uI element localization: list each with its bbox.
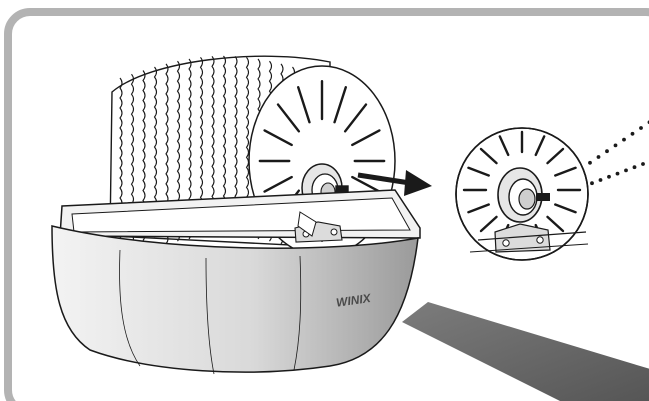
callout-dot bbox=[639, 126, 643, 130]
callout-dot bbox=[598, 178, 603, 182]
callout-dot bbox=[641, 162, 645, 166]
projection-beam bbox=[402, 302, 649, 401]
disc-spoke bbox=[343, 103, 368, 133]
disc-spoke bbox=[263, 175, 293, 193]
zoom-spoke bbox=[554, 166, 577, 177]
tray-base: WINIX bbox=[51, 189, 421, 375]
callout-dot bbox=[605, 149, 609, 154]
callout-dot bbox=[615, 171, 620, 176]
disc-spoke bbox=[297, 86, 311, 124]
disc-spoke bbox=[351, 129, 381, 147]
zoom-spoke bbox=[479, 147, 498, 165]
callout-dot bbox=[630, 131, 635, 136]
disc-spoke bbox=[351, 175, 381, 193]
zoom-spoke bbox=[479, 215, 498, 233]
callout-dot bbox=[596, 155, 601, 159]
zoom-spoke bbox=[546, 215, 565, 233]
callout-dot bbox=[590, 181, 594, 186]
callout-dot bbox=[607, 174, 611, 179]
callout-dot bbox=[632, 165, 637, 170]
brand-mark: WINIX bbox=[335, 291, 372, 310]
callout-dot bbox=[588, 160, 592, 165]
zoom-spoke bbox=[498, 135, 510, 157]
tray-body bbox=[51, 225, 419, 373]
zoom-spoke bbox=[534, 135, 546, 157]
disc-spoke bbox=[263, 129, 293, 147]
disc-spoke bbox=[276, 103, 301, 133]
disc-spoke bbox=[333, 86, 347, 124]
zoom-spoke bbox=[467, 203, 490, 214]
callout-dot bbox=[622, 137, 626, 142]
arrow-right-icon bbox=[357, 170, 432, 196]
callout-dot bbox=[624, 168, 628, 173]
zoom-spoke bbox=[467, 166, 490, 177]
callout-dot bbox=[613, 143, 618, 148]
magnify-circle-icon bbox=[455, 127, 589, 261]
zoom-spoke bbox=[554, 203, 577, 214]
zoom-spoke bbox=[546, 147, 565, 165]
